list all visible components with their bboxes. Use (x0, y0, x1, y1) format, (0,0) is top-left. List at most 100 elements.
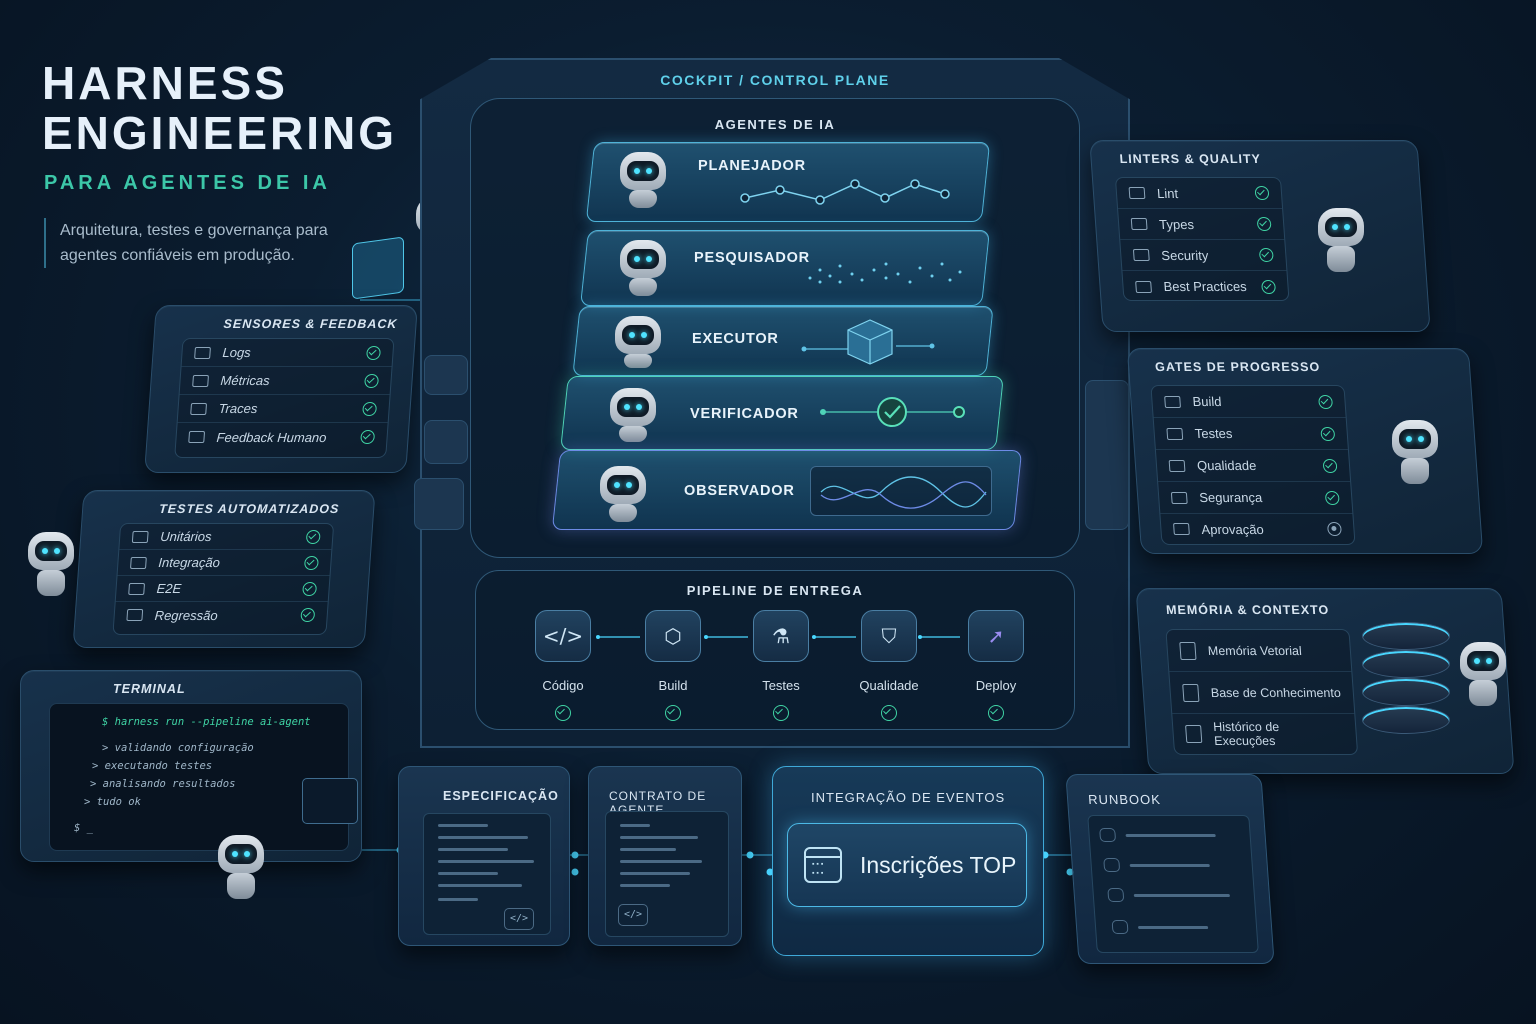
sensor-item-traces[interactable]: Traces (177, 395, 390, 423)
sensor-item-metricas[interactable]: Métricas (179, 367, 392, 395)
gate-item-qualidade[interactable]: Qualidade (1155, 450, 1351, 482)
sensor-item-logs[interactable]: Logs (181, 339, 394, 367)
lint-icon (1128, 187, 1146, 199)
gate-item-build[interactable]: Build (1151, 386, 1346, 418)
check-icon (1261, 279, 1277, 294)
terminal-line: > analisando resultados (90, 778, 236, 790)
terminal-line: > tudo ok (84, 796, 141, 808)
test-item-integracao[interactable]: Integração (117, 550, 332, 576)
pipeline-stage-build[interactable]: ⬡ Build (623, 610, 723, 721)
waveform-panel (810, 466, 992, 516)
events-button-label: Inscrições TOP (860, 851, 1017, 878)
events-title: INTEGRAÇÃO DE EVENTOS (811, 790, 1006, 805)
test-icon (128, 582, 146, 595)
gate-item-aprovacao[interactable]: Aprovação (1160, 514, 1354, 544)
pipeline-stage-qualidade[interactable]: ⛉ Qualidade (839, 610, 939, 721)
pipeline-arrows (596, 635, 960, 639)
spec-card[interactable]: ESPECIFICAÇÃO </> (398, 766, 570, 946)
test-icon (131, 530, 149, 543)
pipeline-stage-deploy[interactable]: ➚ Deploy (946, 610, 1046, 721)
spec-title: ESPECIFICAÇÃO (443, 789, 559, 803)
contract-card[interactable]: CONTRATO DE AGENTE </> (588, 766, 742, 946)
check-icon (300, 608, 316, 622)
memory-item-vetorial[interactable]: Memória Vetorial (1166, 630, 1352, 672)
check-icon (1254, 186, 1270, 200)
memory-list: Memória Vetorial Base de Conhecimento Hi… (1165, 629, 1359, 755)
linters-panel: LINTERS & QUALITY Lint Types Security Be… (1089, 140, 1431, 332)
pending-icon (1326, 522, 1342, 536)
checkbox-icon (1107, 888, 1125, 902)
check-icon (362, 401, 378, 416)
document-icon (1185, 725, 1203, 743)
check-icon (364, 373, 380, 388)
terminal-line: $ _ (74, 822, 93, 834)
linters-list: Lint Types Security Best Practices (1114, 177, 1290, 302)
sensor-item-feedback[interactable]: Feedback Humano (176, 423, 388, 451)
terminal-screen[interactable]: $ harness run --pipeline ai-agent > vali… (49, 703, 349, 851)
gate-icon (1168, 459, 1186, 472)
nodes-icon (190, 402, 208, 415)
check-icon (773, 705, 789, 721)
side-control[interactable] (424, 355, 468, 395)
terminal-line: > executando testes (92, 760, 213, 772)
test-item-unitarios[interactable]: Unitários (119, 524, 334, 550)
side-control[interactable] (424, 420, 468, 464)
line-chart-icon (740, 179, 950, 205)
check-icon (303, 555, 319, 570)
terminal-line: > validando configuração (102, 742, 254, 754)
agent-name: PESQUISADOR (694, 250, 810, 266)
agent-name: EXECUTOR (692, 331, 779, 347)
pipeline-title: PIPELINE DE ENTREGA (686, 583, 864, 598)
memory-item-conhecimento[interactable]: Base de Conhecimento (1169, 672, 1355, 714)
runbook-document (1087, 815, 1259, 953)
test-icon (130, 556, 147, 569)
linter-item-security[interactable]: Security (1120, 240, 1287, 271)
gate-item-testes[interactable]: Testes (1153, 418, 1348, 450)
practices-icon (1135, 280, 1152, 293)
linter-item-best-practices[interactable]: Best Practices (1122, 271, 1288, 302)
check-icon (1324, 490, 1340, 505)
pipeline-stage-testes[interactable]: ⚗ Testes (731, 610, 831, 721)
monitor-icon (302, 778, 358, 824)
tests-panel: TESTES AUTOMATIZADOS Unitários Integraçã… (72, 490, 376, 648)
linters-title: LINTERS & QUALITY (1119, 152, 1262, 166)
sensors-list: Logs Métricas Traces Feedback Humano (174, 338, 395, 458)
events-subscribe-button[interactable]: Inscrições TOP (787, 823, 1027, 907)
check-icon (988, 705, 1004, 721)
runbook-title: RUNBOOK (1087, 792, 1162, 807)
checkbox-icon (1111, 920, 1129, 934)
terminal-line: $ harness run --pipeline ai-agent (102, 716, 311, 728)
cube-icon (801, 319, 935, 365)
runbook-card[interactable]: RUNBOOK (1065, 774, 1275, 964)
pipeline-stage-codigo[interactable]: </> Código (513, 610, 613, 721)
memory-title: MEMÓRIA & CONTEXTO (1165, 603, 1330, 617)
gate-icon (1173, 523, 1190, 535)
title-line-2: ENGINEERING (42, 107, 398, 159)
tests-title: TESTES AUTOMATIZADOS (158, 502, 340, 516)
checkbox-icon (1103, 858, 1121, 872)
gate-icon (1170, 491, 1188, 504)
check-icon (665, 705, 681, 721)
gate-icon (1166, 427, 1184, 440)
agent-name: OBSERVADOR (684, 483, 795, 499)
agent-name: PLANEJADOR (698, 158, 806, 174)
agent-name: VERIFICADOR (690, 406, 799, 422)
tablet-icon (352, 236, 404, 300)
gates-list: Build Testes Qualidade Segurança Aprovaç… (1150, 385, 1356, 545)
flask-icon: ⚗ (753, 610, 809, 662)
test-item-regressao[interactable]: Regressão (114, 602, 328, 628)
code-icon: </> (618, 904, 648, 926)
test-item-e2e[interactable]: E2E (115, 576, 330, 602)
tests-list: Unitários Integração E2E Regressão (112, 523, 335, 635)
side-control[interactable] (414, 478, 464, 530)
contract-document: </> (605, 811, 729, 937)
gate-item-seguranca[interactable]: Segurança (1158, 482, 1353, 514)
linter-item-types[interactable]: Types (1118, 209, 1285, 240)
check-icon (1258, 248, 1274, 262)
check-icon (555, 705, 571, 721)
linter-item-lint[interactable]: Lint (1115, 178, 1283, 209)
data-dots-icon (808, 262, 962, 284)
code-icon: </> (504, 908, 534, 930)
memory-item-historico[interactable]: Histórico de Execuções (1172, 714, 1357, 754)
checkbox-icon (1099, 828, 1117, 842)
